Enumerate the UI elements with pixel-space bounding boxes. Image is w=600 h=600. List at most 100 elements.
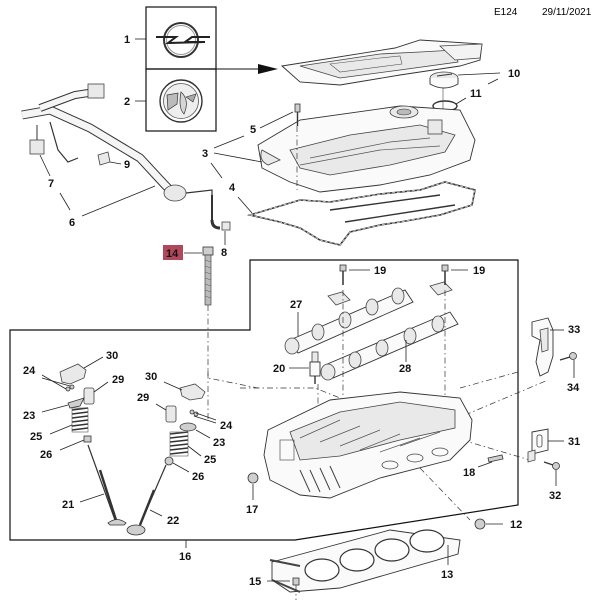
valve-spring-25a[interactable] [71,407,89,433]
rocker-arm-30a[interactable] [59,363,87,385]
callout-11[interactable]: 11 [470,88,482,100]
leader-6 [81,185,156,217]
callout-16[interactable]: 16 [179,551,191,563]
callout-7[interactable]: 7 [48,178,54,190]
callout-28[interactable]: 28 [399,363,411,375]
sensor-7[interactable] [29,125,45,155]
leader-24b [195,412,217,421]
camshaft-28[interactable] [320,311,459,381]
valve-cover[interactable] [257,105,476,193]
callout-23a[interactable]: 23 [23,410,35,422]
callout-26b[interactable]: 26 [192,471,204,483]
valve-keeper-24a[interactable] [65,384,75,392]
engine-cover[interactable] [280,39,483,86]
callout-2[interactable]: 2 [124,96,130,108]
callout-24a[interactable]: 24 [23,365,36,377]
valve-cover-gasket[interactable] [246,181,476,246]
valve-spring-25b[interactable] [169,431,189,457]
nut-12[interactable] [474,518,486,530]
callout-10[interactable]: 10 [508,68,520,80]
head-gasket[interactable] [269,529,461,593]
leader-5 [259,111,294,129]
guide-line-a [240,387,346,401]
callout-8[interactable]: 8 [221,247,227,259]
callout-31[interactable]: 31 [568,436,580,448]
diagram-date: 29/11/2021 [542,7,592,18]
callout-12[interactable]: 12 [510,519,522,531]
oil-filler-cap[interactable] [429,71,459,89]
callout-19a[interactable]: 19 [374,265,386,277]
camshaft-27[interactable] [284,287,414,355]
spark-plug-20[interactable] [309,351,321,384]
bolt-32[interactable] [543,461,560,470]
callout-5[interactable]: 5 [250,124,256,136]
callout-14[interactable]: 14 [166,248,179,260]
cam-cap-bolt-b[interactable] [441,264,449,285]
cam-cap-bolt-a[interactable] [339,264,347,285]
bracket-31[interactable] [527,428,549,463]
callout-27[interactable]: 27 [290,299,302,311]
callout-33[interactable]: 33 [568,324,580,336]
callout-30a[interactable]: 30 [106,350,118,362]
callout-32[interactable]: 32 [549,490,561,502]
callout-3[interactable]: 3 [202,148,208,160]
opel-logo-icon[interactable] [156,22,210,58]
leader-24b-b [193,415,217,424]
leader-7b [59,192,71,211]
callout-34[interactable]: 34 [567,382,580,394]
callout-23b[interactable]: 23 [213,437,225,449]
cylinder-head[interactable] [263,391,473,499]
callout-15[interactable]: 15 [249,576,261,588]
callout-13[interactable]: 13 [441,569,453,581]
callout-18[interactable]: 18 [463,467,475,479]
stud-18[interactable] [487,454,504,463]
valve-seal-26a[interactable] [83,435,92,443]
camshaft-cap-b[interactable] [429,281,453,296]
dowel-15[interactable] [292,577,300,586]
callout-29a[interactable]: 29 [112,374,124,386]
callout-1[interactable]: 1 [124,34,130,46]
emblem-box-bottom [145,68,217,132]
callout-30b[interactable]: 30 [145,371,157,383]
sensor-8[interactable] [210,195,231,231]
leader-26b [172,462,190,473]
callout-4[interactable]: 4 [229,182,236,194]
callout-17[interactable]: 17 [246,504,258,516]
callout-20[interactable]: 20 [273,363,285,375]
callout-9[interactable]: 9 [124,159,130,171]
exhaust-valve-22[interactable] [126,464,167,536]
leader-30a [83,356,104,369]
nut-17[interactable] [247,472,259,484]
bolt-5[interactable] [294,103,301,126]
leader-3a [213,135,245,149]
intake-valve-21[interactable] [87,444,127,526]
clip-9[interactable] [97,151,111,166]
lash-adjuster-29b[interactable] [165,405,177,423]
callout-25a[interactable]: 25 [30,431,42,443]
callout-6[interactable]: 6 [69,217,75,229]
bolt-34[interactable] [559,352,577,361]
rocker-arm-30b[interactable] [179,383,206,401]
wiring-harness[interactable] [21,83,213,202]
callout-19b[interactable]: 19 [473,265,485,277]
camshaft-cap-a[interactable] [327,291,351,306]
diagram-code: E124 [494,7,518,18]
callout-21[interactable]: 21 [62,499,74,511]
spring-retainer-23b[interactable] [179,422,197,432]
valve-seal-26b[interactable] [164,456,174,466]
head-bolt-14[interactable] [202,246,214,306]
callout-26a[interactable]: 26 [40,449,52,461]
callout-22[interactable]: 22 [167,515,179,527]
leader-11 [455,97,467,105]
spring-retainer-23a[interactable] [67,397,85,409]
leader-4 [237,196,253,214]
lash-adjuster-29a[interactable] [83,387,95,405]
vauxhall-griffin-icon[interactable] [159,79,203,123]
callout-24b[interactable]: 24 [220,420,233,432]
bracket-33[interactable] [531,317,554,377]
callout-25b[interactable]: 25 [204,454,216,466]
leader-22 [149,509,163,517]
callout-29b[interactable]: 29 [137,392,149,404]
arrow-head-icon [258,64,278,74]
